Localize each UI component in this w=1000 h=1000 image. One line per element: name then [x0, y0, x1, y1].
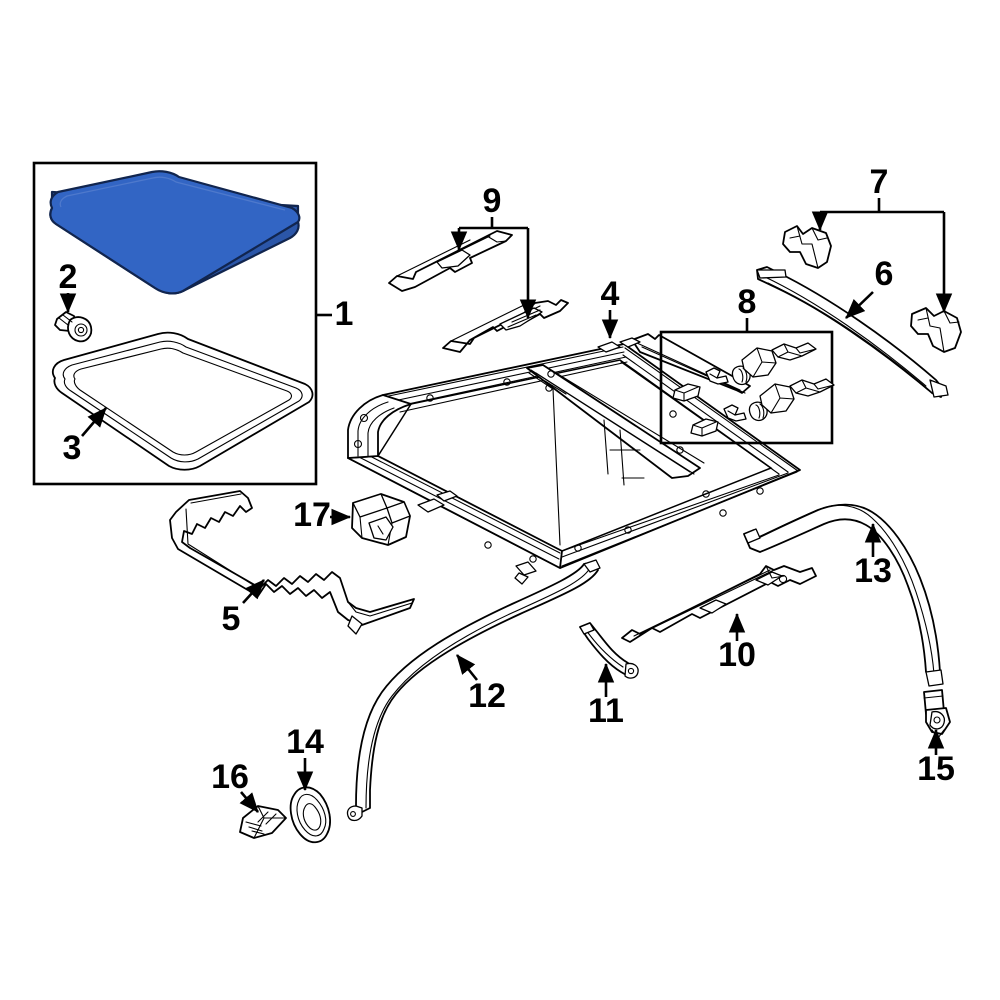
- wind-deflector-rail: [756, 266, 949, 398]
- front-drain-hose: [346, 559, 601, 822]
- hardware-kit-group-box: [659, 330, 835, 445]
- leader-5: [242, 579, 265, 604]
- callout-17: 17: [293, 496, 331, 534]
- sunroof-weatherstrip-seal: [51, 331, 314, 471]
- leader-7: [811, 198, 953, 314]
- callout-16: 16: [211, 758, 249, 796]
- callout-11: 11: [588, 692, 624, 730]
- wind-deflector-hinge-bracket-left: [782, 225, 832, 269]
- sunroof-drive-motor: [351, 493, 411, 546]
- callout-15: 15: [917, 750, 955, 788]
- callout-10: 10: [718, 636, 756, 674]
- leader-9: [450, 217, 537, 320]
- callout-labels: 1 2 3 4 5 6 7 8 9 10 11 12 13 14 15 16 1…: [59, 163, 955, 796]
- guide-rail-shoe-lower: [442, 299, 569, 353]
- glass-panel-screw: [54, 311, 93, 343]
- callout-2: 2: [59, 258, 78, 296]
- callout-7: 7: [870, 163, 889, 201]
- callout-1: 1: [335, 295, 354, 333]
- sunshade-guide-arm: [621, 565, 817, 643]
- wind-deflector-hinge-bracket-right: [910, 307, 962, 353]
- callout-9: 9: [483, 182, 502, 220]
- hardware-row-upper: [672, 342, 817, 402]
- drain-grommet: [289, 786, 331, 844]
- rear-drain-hose: [743, 503, 944, 687]
- leader-3: [81, 407, 107, 437]
- drain-hose-end-fitting: [923, 689, 951, 739]
- hardware-row-lower: [690, 378, 835, 437]
- callout-6: 6: [875, 255, 894, 293]
- callout-4: 4: [601, 275, 620, 313]
- retainer-clip: [239, 805, 287, 839]
- callout-5: 5: [222, 600, 241, 638]
- leader-12: [455, 654, 479, 681]
- sunshade-front-trim: [169, 490, 415, 635]
- sunroof-glass-panel: [49, 170, 301, 295]
- callout-13: 13: [854, 552, 892, 590]
- leader-6: [845, 291, 874, 319]
- drain-tube-connector: [579, 622, 639, 679]
- callout-14: 14: [286, 723, 324, 761]
- callout-3: 3: [63, 429, 82, 467]
- callout-8: 8: [738, 283, 757, 321]
- leader-16: [239, 791, 259, 813]
- sunroof-panel-group-box: [32, 161, 318, 486]
- callout-12: 12: [468, 677, 506, 715]
- guide-rail-shoe-upper: [388, 230, 513, 292]
